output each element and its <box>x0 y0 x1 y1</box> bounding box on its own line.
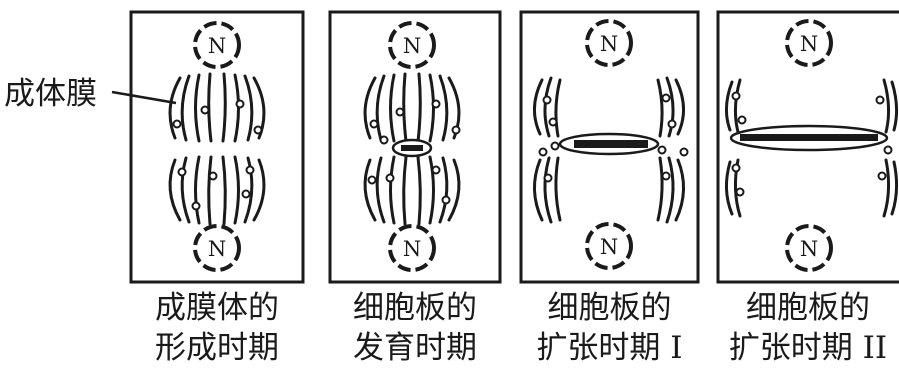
nucleus-letter: N <box>208 34 226 58</box>
membrane-label: 成体膜 <box>4 76 97 112</box>
nucleus-letter: N <box>208 237 226 261</box>
panel-4-frame <box>716 10 899 284</box>
phragmoplast-right <box>882 78 899 218</box>
phragmoplast-upper <box>363 72 461 143</box>
caption-line-1: 成膜体的 <box>155 290 279 326</box>
panel-2-caption: 细胞板的 发育时期 <box>330 288 500 368</box>
caption-line-2: 形成时期 <box>155 330 279 366</box>
vesicles <box>172 99 263 211</box>
nucleus-letter: N <box>600 32 618 56</box>
nucleus-top: N <box>785 19 833 67</box>
nucleus-bottom: N <box>193 224 241 272</box>
phragmoplast-left <box>533 76 562 224</box>
caption-line-2: 发育时期 <box>353 330 477 366</box>
nucleus-bottom: N <box>585 222 633 270</box>
panel-2: N N <box>328 10 502 284</box>
nucleus-top: N <box>388 21 436 69</box>
phragmoplast-lower <box>168 155 266 226</box>
panel-1-frame <box>129 10 305 284</box>
panel-3-caption: 细胞板的 扩张时期 I <box>521 288 698 368</box>
label-leader-line <box>111 90 177 105</box>
nucleus-letter: N <box>403 237 421 261</box>
panel-1-caption: 成膜体的 形成时期 <box>131 288 303 368</box>
caption-line-1: 细胞板的 <box>746 290 870 326</box>
panel-4: N N <box>716 10 899 284</box>
panel-3: N N <box>519 10 700 284</box>
cell-plate <box>558 132 660 156</box>
caption-line-1: 细胞板的 <box>353 290 477 326</box>
nucleus-letter: N <box>800 32 818 56</box>
nucleus-top: N <box>585 19 633 67</box>
caption-line-1: 细胞板的 <box>547 290 672 326</box>
vesicles <box>538 93 689 183</box>
cell-plate <box>729 124 889 152</box>
caption-line-2: 扩张时期 II <box>728 330 888 366</box>
caption-line-2: 扩张时期 I <box>536 330 683 366</box>
vesicles <box>731 91 893 197</box>
nucleus-letter: N <box>403 34 421 58</box>
vesicles <box>367 99 461 205</box>
panel-4-caption: 细胞板的 扩张时期 II <box>718 288 898 368</box>
nucleus-top: N <box>193 21 241 69</box>
nucleus-bottom: N <box>785 224 833 272</box>
cell-plate <box>391 138 433 158</box>
phragmoplast-upper <box>168 72 266 143</box>
nucleus-bottom: N <box>388 224 436 272</box>
panel-1: N N <box>129 10 305 284</box>
phragmoplast-lower <box>363 155 461 226</box>
phragmoplast-right <box>656 76 685 224</box>
nucleus-letter: N <box>800 237 818 261</box>
nucleus-letter: N <box>600 235 618 259</box>
panel-3-frame <box>519 10 700 284</box>
panel-2-frame <box>328 10 502 284</box>
